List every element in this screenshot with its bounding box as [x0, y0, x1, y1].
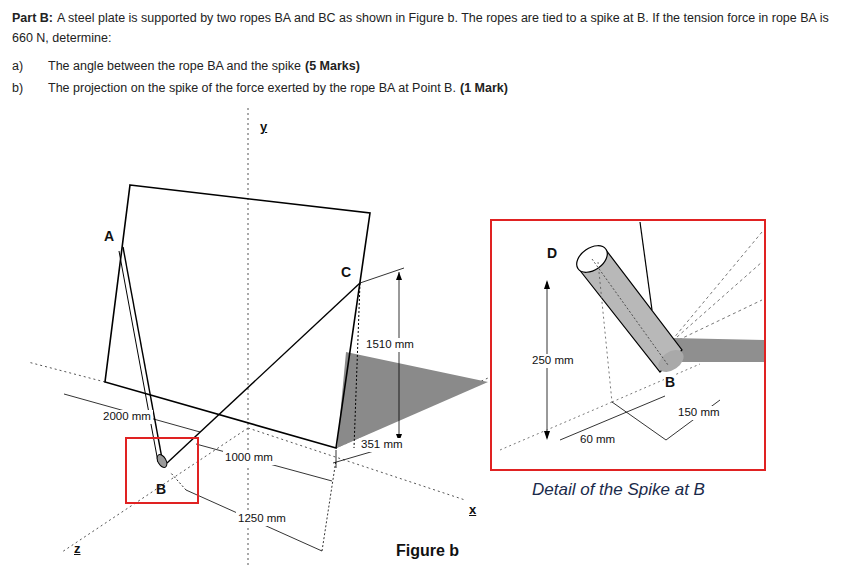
problem-statement: A steel plate is supported by two ropes …	[12, 8, 834, 48]
rope-line	[668, 262, 762, 345]
question-text: The projection on the spike of the force…	[48, 78, 456, 98]
axis-label: z	[74, 541, 81, 557]
dimension-line	[399, 272, 400, 442]
point-label: A	[104, 228, 114, 245]
dimension: 1250 mm	[236, 512, 288, 526]
arrowhead	[396, 272, 402, 280]
dimension-tick	[322, 460, 336, 551]
dimension: 351 mm	[359, 438, 405, 452]
dimension: 2000 mm	[101, 410, 153, 424]
axis-label: x	[469, 502, 476, 518]
dimension: 250 mm	[530, 354, 576, 368]
part-heading: Part B:	[12, 8, 53, 28]
detail-box: D250 mmB150 mm60 mmDetail of the Spike a…	[490, 219, 766, 471]
point-label: D	[547, 245, 557, 262]
marks: (1 Mark)	[460, 78, 508, 98]
dimension-line	[612, 402, 666, 440]
extension-line	[28, 362, 105, 382]
marks: (5 Marks)	[305, 56, 360, 76]
arrowhead	[544, 431, 550, 440]
dimension-line	[186, 490, 322, 551]
rope-line	[668, 232, 762, 345]
dimension-tick	[170, 472, 186, 490]
point-label: B	[664, 374, 676, 391]
rope-ba	[123, 247, 163, 464]
item-letter: a)	[12, 56, 23, 76]
dimension: 60 mm	[578, 433, 617, 447]
dimension-tick	[336, 450, 337, 468]
dimension: 1510 mm	[364, 338, 416, 352]
rope-ba	[119, 251, 158, 462]
point-label: C	[341, 264, 351, 281]
rope-bc	[167, 283, 360, 463]
point-label: B	[156, 481, 166, 498]
dimension: 1000 mm	[223, 451, 275, 465]
projection-line	[612, 364, 700, 402]
projection-line	[598, 262, 612, 402]
question-text: The angle between the rope BA and the sp…	[48, 56, 301, 76]
dimension: 150 mm	[676, 406, 722, 420]
rope-bc	[672, 338, 764, 362]
detail-caption: Detail of the Spike at B	[532, 480, 705, 500]
plate-shadow	[337, 352, 488, 448]
dimension-line	[196, 444, 332, 481]
projection-line	[354, 283, 360, 448]
axis-label: y	[260, 119, 267, 135]
highlight-box: B	[125, 437, 199, 504]
item-letter: b)	[12, 78, 23, 98]
dimension-line	[64, 394, 200, 432]
steel-plate	[105, 185, 370, 448]
dimension-line	[360, 268, 404, 283]
figure-caption: Figure b	[396, 542, 459, 560]
spike	[155, 453, 169, 469]
arrowhead	[544, 280, 550, 289]
